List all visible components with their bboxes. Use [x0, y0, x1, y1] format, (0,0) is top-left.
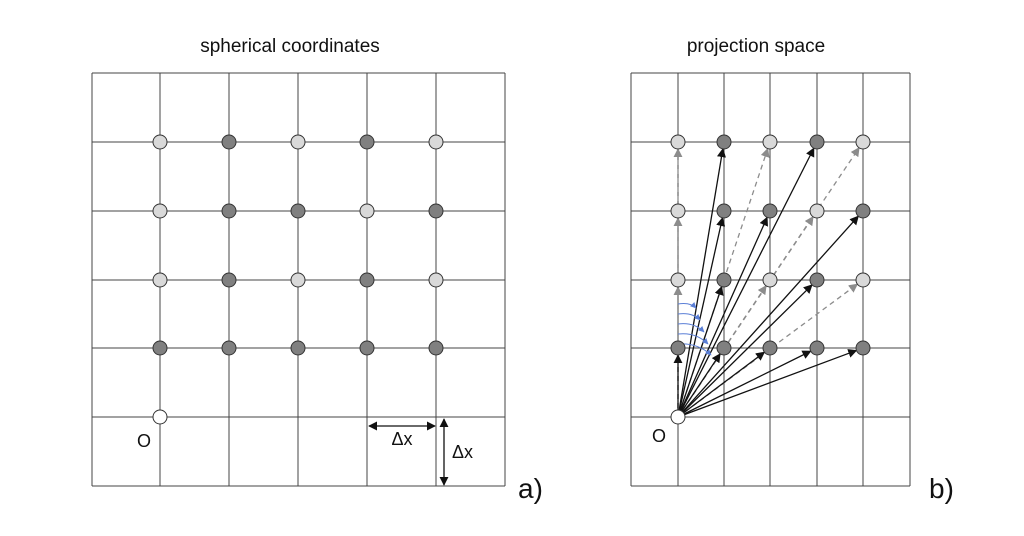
solid-projection-arrow	[677, 215, 859, 418]
blue-curved-arrow	[677, 313, 701, 321]
solid-projection-arrow	[677, 148, 726, 418]
panel-a-point-dark	[221, 340, 237, 356]
panel-a-point-light	[152, 134, 168, 150]
panel-a-point-dark	[359, 134, 375, 150]
panel-b-point-dark	[716, 272, 732, 288]
panel-a-point-dark	[359, 340, 375, 356]
blue-curved-arrow	[677, 302, 697, 309]
panel-a-point-dark	[152, 340, 168, 356]
panel-a-point-light	[428, 272, 444, 288]
solid-projection-arrow	[677, 216, 768, 418]
panel-a-label: a)	[518, 473, 543, 504]
solid-projection-arrow	[677, 349, 858, 418]
panel-b-point-dark	[809, 340, 825, 356]
panel-b-point-light	[670, 134, 686, 150]
panel-a-point-dark	[221, 134, 237, 150]
panel-a: spherical coordinates O Δx Δx a)	[91, 36, 543, 504]
panel-b-point-light	[762, 134, 778, 150]
panel-b-points	[670, 134, 871, 356]
panel-b-point-dark	[855, 340, 871, 356]
panel-b-point-light	[809, 203, 825, 219]
panel-b-point-dark	[762, 340, 778, 356]
panel-a-point-light	[152, 272, 168, 288]
panel-b-point-light	[855, 134, 871, 150]
panel-b-origin-point	[670, 409, 686, 425]
blue-curved-arrow	[677, 333, 709, 345]
panel-a-point-dark	[221, 272, 237, 288]
panel-b: projection space O b)	[630, 36, 954, 504]
panel-a-point-dark	[290, 340, 306, 356]
panel-b-point-light	[670, 272, 686, 288]
panel-b-point-dark	[716, 340, 732, 356]
panel-b-blue-arrows	[677, 302, 712, 356]
panel-a-point-dark	[428, 340, 444, 356]
panel-a-origin-point	[152, 409, 168, 425]
panel-b-origin-label: O	[652, 426, 666, 446]
solid-projection-arrow	[677, 353, 721, 418]
panel-a-point-light	[428, 134, 444, 150]
panel-a-points	[152, 134, 444, 356]
panel-a-point-dark	[359, 272, 375, 288]
panel-a-point-light	[152, 203, 168, 219]
dx-vertical-label: Δx	[452, 442, 473, 462]
panel-b-title: projection space	[687, 36, 825, 57]
panel-a-point-light	[290, 272, 306, 288]
panel-b-point-dark	[809, 134, 825, 150]
panel-b-point-dark	[670, 340, 686, 356]
solid-projection-arrow	[677, 216, 726, 418]
panel-b-point-light	[670, 203, 686, 219]
panel-a-point-light	[290, 134, 306, 150]
panel-a-point-dark	[221, 203, 237, 219]
solid-projection-arrow	[677, 351, 766, 418]
panel-b-point-light	[855, 272, 871, 288]
panel-a-title: spherical coordinates	[200, 36, 380, 57]
solid-projection-arrow	[677, 285, 724, 418]
panel-b-point-dark	[762, 203, 778, 219]
panel-a-point-dark	[290, 203, 306, 219]
panel-b-point-dark	[716, 134, 732, 150]
solid-projection-arrow	[677, 284, 813, 418]
panel-a-origin-label: O	[137, 431, 151, 451]
dx-horizontal-label: Δx	[391, 429, 412, 449]
panel-b-point-light	[762, 272, 778, 288]
blue-curved-arrow	[677, 323, 705, 333]
panel-b-point-dark	[716, 203, 732, 219]
panel-a-point-light	[359, 203, 375, 219]
panel-b-label: b)	[929, 473, 954, 504]
panel-a-point-dark	[428, 203, 444, 219]
solid-projection-arrow	[677, 147, 815, 418]
panel-b-point-dark	[855, 203, 871, 219]
solid-projection-arrow	[677, 350, 812, 418]
panel-b-point-dark	[809, 272, 825, 288]
